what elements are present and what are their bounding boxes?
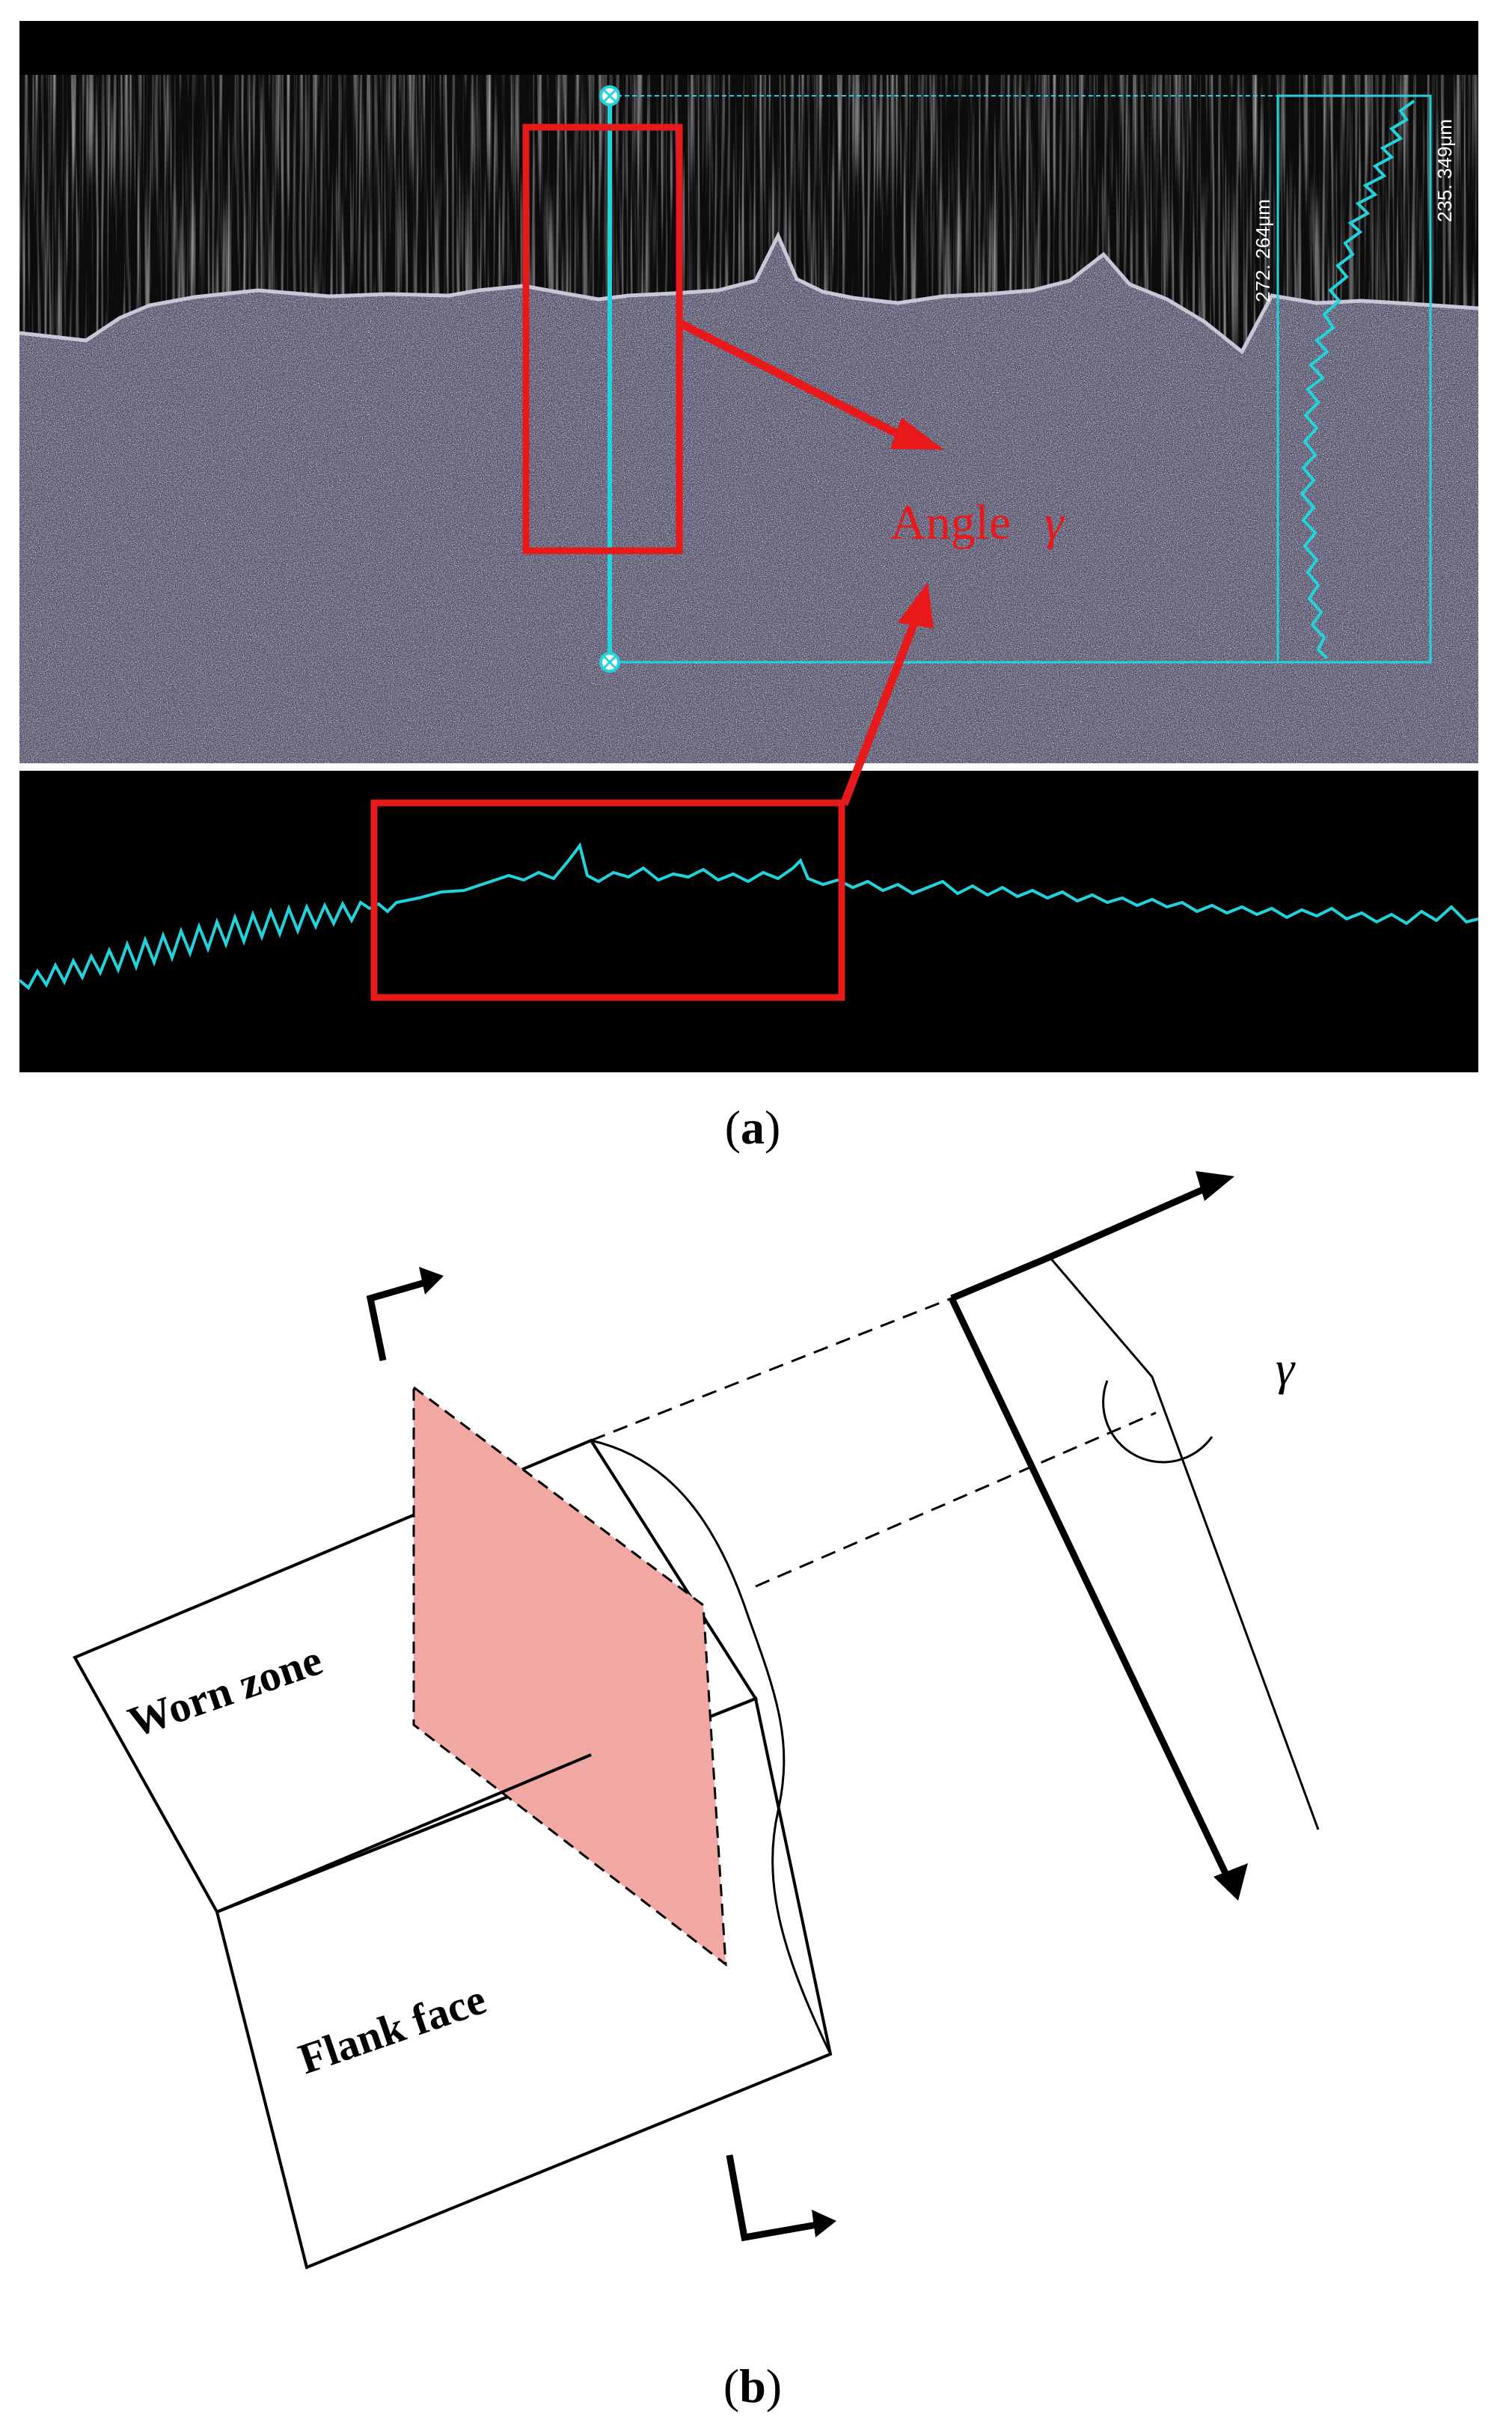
angle-annotation-symbol: γ (1044, 495, 1065, 550)
section-marker-top (366, 1267, 444, 1361)
horizontal-surface-profile (18, 842, 1479, 991)
arrow-upper-head (890, 418, 944, 450)
measure-handle-top[interactable] (599, 85, 620, 106)
vertical-depth-profile (1300, 100, 1415, 660)
panel-a-micrograph: 272. 264μm 235. 349μm Angle γ (a) (18, 21, 1479, 1154)
worn-edge-profile (19, 231, 1479, 355)
arrow-lower-head (898, 582, 934, 629)
worn-zone-label: Worn zone (122, 1635, 328, 1747)
arrow-upper-to-label (675, 318, 907, 441)
measure-handle-bottom[interactable] (599, 652, 620, 673)
panel-b-schematic: γ Worn zone Flank face (b) (73, 1171, 1320, 2413)
section-plane[interactable] (412, 1384, 727, 1967)
selection-box-upper (522, 123, 683, 554)
caption-b: (b) (723, 2359, 782, 2413)
flank-face-label: Flank face (293, 1974, 492, 2083)
arrow-lower-to-label (839, 616, 921, 806)
angle-symbol-label: γ (1276, 1342, 1296, 1395)
profile-strip-background (19, 771, 1478, 1072)
projection-line-bottom (755, 1411, 1157, 1588)
flank-wear-boundary (590, 1439, 832, 2055)
measure-label-right: 235. 349μm (1433, 119, 1456, 222)
measurement-overlay (607, 94, 1432, 664)
angle-arc (1102, 1380, 1213, 1464)
section-edge-cut (216, 1753, 592, 1913)
section-profile (948, 1171, 1320, 1901)
angle-annotation: Angle γ (890, 495, 1065, 550)
selection-box-lower (370, 799, 845, 1001)
section-marker-bottom (726, 2154, 836, 2242)
angle-annotation-word: Angle (890, 495, 1011, 550)
caption-a: (a) (725, 1101, 781, 1154)
measure-label-left: 272. 264μm (1252, 199, 1274, 302)
projection-line-top (590, 1297, 952, 1442)
